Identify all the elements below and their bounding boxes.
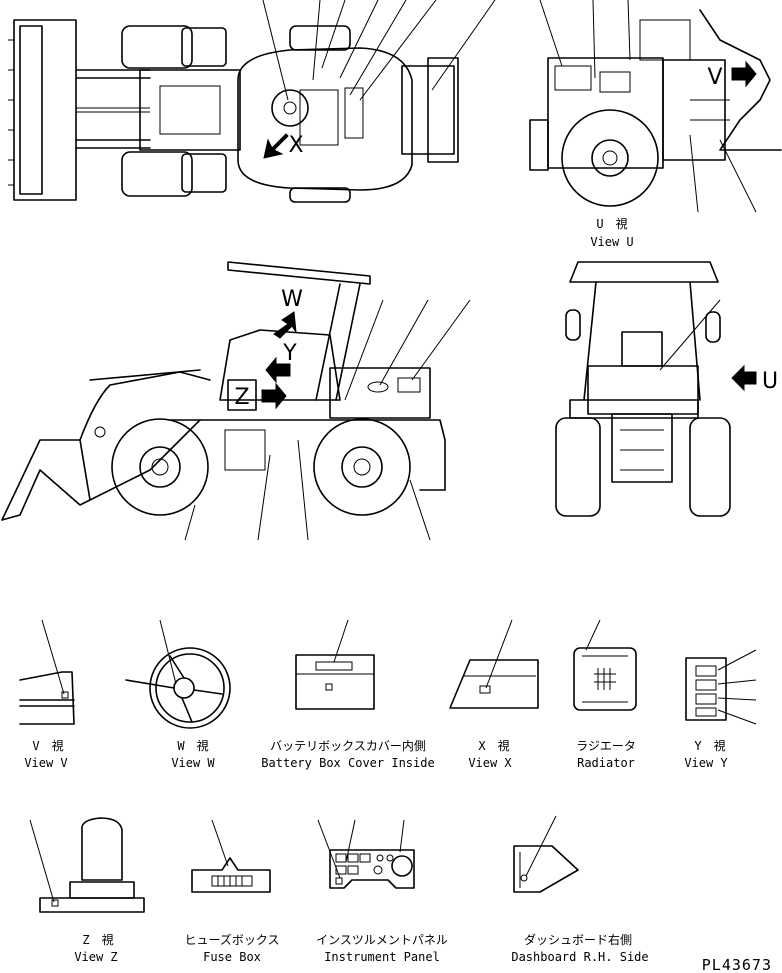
battery-cover-detail [295,619,375,710]
panel-caption-en: Instrument Panel [324,950,440,964]
view-x-caption-jp: X 視 [478,738,509,753]
view-w-detail [125,619,231,729]
view-w-caption-jp: W 視 [177,738,208,753]
view-z-caption-jp: Z 視 [82,932,113,947]
arrow-z-letter: Z [234,385,249,410]
arrow-z [261,382,287,410]
dash-caption-en: Dashboard R.H. Side [511,950,648,964]
instrument-panel-detail [317,819,415,889]
arrow-w-letter: W [281,287,303,312]
view-y-detail [685,649,757,725]
z-label-box [227,379,257,411]
radiator-caption-en: Radiator [577,756,635,770]
view-v-caption-jp: V 視 [32,738,63,753]
view-z-detail [29,817,145,913]
view-v-detail [19,619,75,725]
arrow-u [731,364,757,392]
drawing-code: PL43673 [702,956,772,973]
view-x-detail [449,619,539,709]
arrow-y [265,356,291,384]
fuse-caption-jp: ヒューズボックス [184,932,279,947]
arrow-v [731,60,757,88]
radiator-caption-jp: ラジエータ [576,739,636,753]
dashboard-rh-detail [513,815,579,893]
side-view-machine [1,261,471,541]
view-x-caption-en: View X [468,756,512,770]
arrow-y-letter: Y [282,341,297,366]
view-u-rear-detail [529,0,782,213]
arrow-w [273,311,297,339]
fuse-caption-en: Fuse Box [203,950,261,964]
arrow-v-letter: V [707,65,722,90]
view-w-caption-en: View W [171,756,215,770]
arrow-x [263,133,289,159]
arrow-x-letter: X [288,133,303,158]
view-u-caption-en: View U [590,235,633,249]
battery-caption-en: Battery Box Cover Inside [261,756,434,770]
battery-caption-jp: バッテリボックスカバー内側 [270,739,426,753]
front-view-machine [555,261,731,517]
panel-caption-jp: インスツルメントパネル [316,933,448,947]
top-view-machine [8,0,496,203]
fuse-box-detail [191,819,271,893]
view-y-caption-jp: Y 視 [694,738,725,753]
arrow-u-letter: U [762,369,778,394]
view-v-caption-en: View V [24,756,67,770]
dash-caption-jp: ダッシュボード右側 [524,932,632,947]
radiator-detail [573,619,637,711]
view-z-caption-en: View Z [74,950,117,964]
view-u-caption-jp: U 視 [596,216,627,231]
view-y-caption-en: View Y [684,756,728,770]
